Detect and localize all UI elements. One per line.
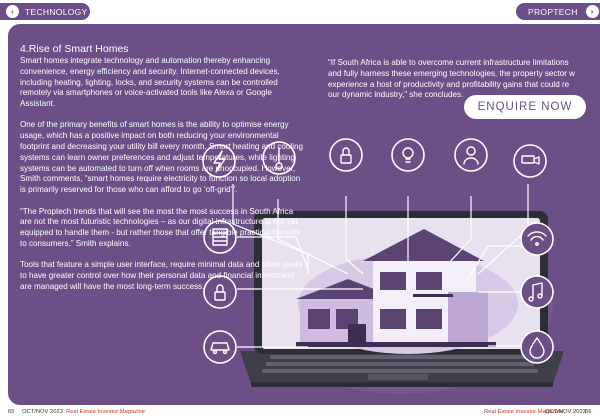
lock-icon <box>329 138 363 172</box>
music-icon <box>520 275 554 309</box>
article-body: Smart homes integrate technology and aut… <box>20 56 305 303</box>
article-panel: 4.Rise of Smart Homes Smart homes integr… <box>8 24 600 405</box>
house-drawing <box>296 229 496 347</box>
closing-quote: “If South Africa is able to overcome cur… <box>328 58 575 100</box>
paragraph: Smart homes integrate technology and aut… <box>20 56 280 109</box>
paragraph: Tools that feature a simple user interfa… <box>20 260 303 291</box>
wifi-icon <box>520 222 554 256</box>
paragraph: “The Proptech trends that will see the m… <box>20 206 301 248</box>
paragraph: One of the primary benefits of smart hom… <box>20 120 303 195</box>
page-footer: 65 OCT/NOV 2023 Real Estate Investor Mag… <box>0 405 600 420</box>
arrow-right-icon: › <box>585 5 599 18</box>
section-tag-label: PROPTECH <box>528 6 578 17</box>
magazine-name-right: Real Estate Investor Magazine <box>484 409 563 415</box>
issue-date-right: OCT/NOV 2023 <box>545 409 586 415</box>
magazine-name-left: Real Estate Investor Magazine <box>66 409 145 415</box>
section-tag-label: TECHNOLOGY <box>25 6 88 17</box>
article-title: 4.Rise of Smart Homes <box>20 43 129 55</box>
water-drop-icon <box>520 330 554 364</box>
security-camera-icon <box>513 144 547 178</box>
car-icon <box>203 330 237 364</box>
arrow-left-icon: ‹ <box>6 5 19 18</box>
enquire-now-button[interactable]: ENQUIRE NOW <box>464 95 586 119</box>
section-tag-technology[interactable]: ‹ TECHNOLOGY <box>0 3 90 20</box>
section-tag-proptech[interactable]: PROPTECH › <box>516 3 600 20</box>
user-icon <box>454 138 488 172</box>
top-bar: ‹ TECHNOLOGY PROPTECH › <box>0 0 600 22</box>
issue-date-left: OCT/NOV 2023 <box>22 409 63 415</box>
lightbulb-icon <box>391 138 425 172</box>
page-number-right: 66 <box>585 409 592 415</box>
page-number-left: 65 <box>8 409 15 415</box>
